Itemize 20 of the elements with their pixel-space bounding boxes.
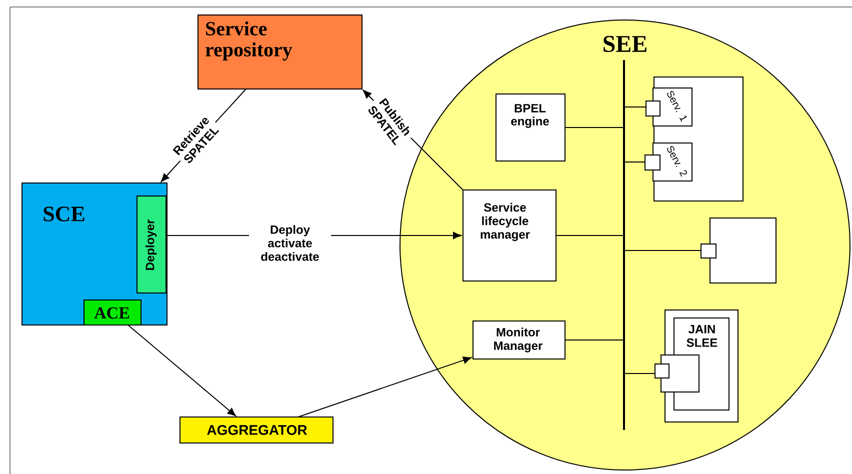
service-box: Serv. 1	[646, 88, 692, 126]
connector-line	[624, 373, 656, 374]
aggregator-box: AGGREGATOR	[180, 416, 334, 444]
bus-line	[623, 60, 625, 430]
deployer-box: Deployer	[136, 196, 166, 294]
manager-box: Monitor Manager	[472, 320, 566, 360]
engine-box: BPEL engine	[496, 94, 566, 162]
service-box: Serv. 2	[644, 142, 692, 182]
manager-box: Service lifecycle manager	[462, 190, 556, 282]
connector-line	[624, 250, 702, 251]
container-box	[700, 218, 776, 284]
component-box	[654, 354, 700, 392]
arrow	[298, 356, 472, 418]
connector-line	[564, 127, 624, 128]
component-box: ACE	[84, 300, 142, 326]
arrow	[128, 324, 236, 416]
connector-line	[556, 235, 624, 236]
repository-box: Service repository	[198, 14, 362, 90]
edge-label: Deploy activate deactivate	[249, 224, 331, 262]
connector-line	[624, 106, 646, 108]
